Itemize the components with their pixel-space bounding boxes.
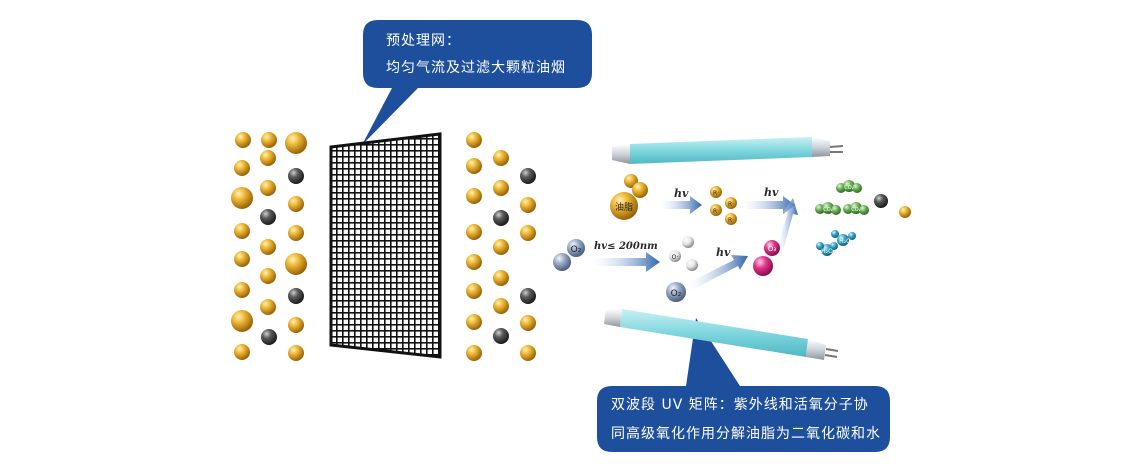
h2o-label-1: H₂O	[839, 238, 851, 245]
reaction-arrows	[592, 196, 798, 290]
h2o-molecules: H₂O H₂O	[816, 230, 856, 256]
o2-label: O₂	[571, 245, 582, 255]
co2-label-3: CO₂	[851, 207, 860, 213]
r-radicals: R· R· R· R·	[710, 186, 737, 225]
residual-particles	[874, 194, 911, 218]
prefilter-title: 预处理网：	[386, 33, 461, 49]
ozone-molecule: O₃	[753, 240, 780, 276]
grease-label: 油脂	[615, 201, 633, 213]
co2-label-2: CO₂	[823, 207, 832, 213]
bottom-callout-bubble	[597, 318, 890, 452]
r-radical-label-4: R·	[728, 217, 734, 224]
oxygen-molecule: O₂	[553, 239, 585, 271]
outlet-particles	[466, 132, 536, 361]
hv-label-2: hv	[764, 186, 779, 199]
o2-label-2: O₂	[671, 289, 682, 299]
hv-label-3: hv	[716, 246, 731, 259]
co2-label-1: CO₂	[844, 185, 853, 191]
top-callout-bubble	[362, 20, 592, 145]
co2-molecules: CO₂ CO₂ CO₂	[815, 180, 869, 215]
hv-label-1: hv	[674, 187, 689, 200]
prefilter-mesh	[329, 132, 442, 359]
uv-tube-bottom	[604, 309, 839, 360]
oxygen-molecule-2: O₂	[666, 282, 686, 302]
h2o-label-2: H₂O	[821, 248, 833, 255]
prefilter-description: 均匀气流及过滤大颗粒油烟	[386, 60, 566, 76]
uv-tube-top	[612, 137, 844, 164]
r-radical-label-3: R·	[713, 208, 719, 215]
o3-label: O₃	[768, 245, 777, 253]
grease-molecule: 油脂	[610, 174, 648, 220]
o-radical-label: O·	[672, 254, 679, 261]
r-radical-label-1: R·	[713, 190, 719, 197]
uv-matrix-description-line1: 双波段 UV 矩阵：紫外线和活氧分子协	[611, 397, 869, 413]
inlet-particles	[231, 132, 307, 361]
atomic-oxygen: O·	[669, 236, 698, 271]
uv-matrix-description-line2: 同高级氧化作用分解油脂为二氧化碳和水	[611, 426, 881, 442]
r-radical-label-2: R·	[728, 201, 734, 208]
hv-200nm-label: hv≤ 200nm	[594, 241, 658, 252]
